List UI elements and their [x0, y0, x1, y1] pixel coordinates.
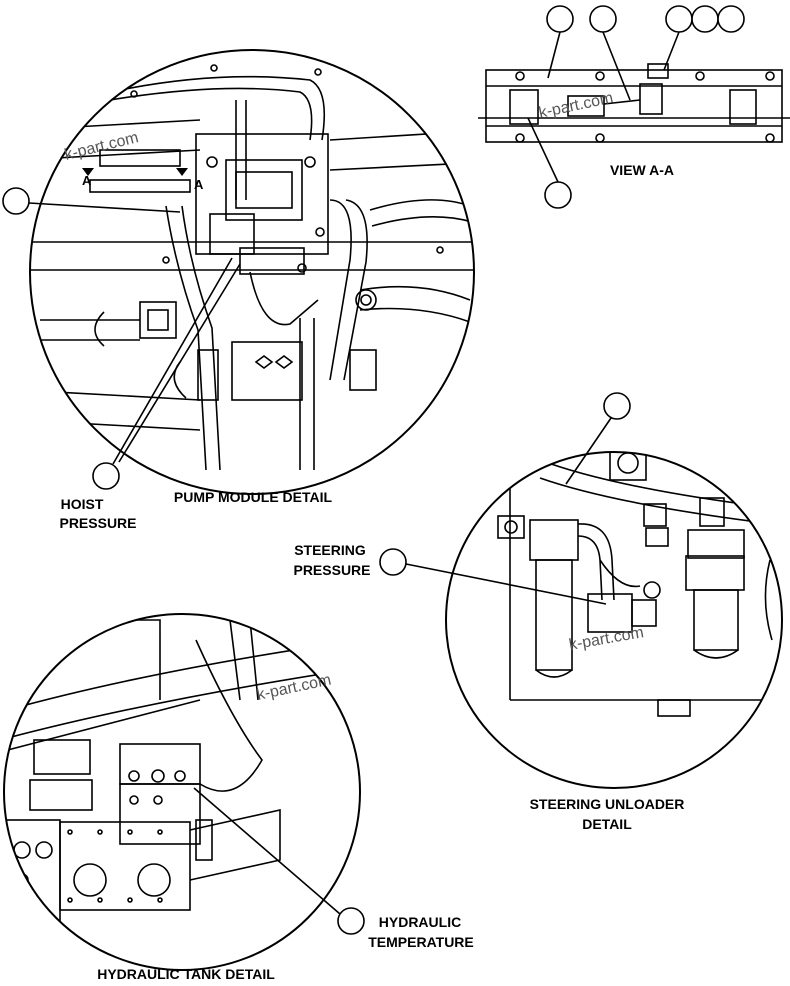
- hydraulic-tank-drawing: [4, 619, 360, 931]
- section-marker-right: A: [194, 177, 204, 192]
- steering-unloader-drawing: [497, 452, 782, 717]
- hydraulic-temp-label-2: TEMPERATURE: [368, 934, 474, 950]
- pump-module-outline: [29, 49, 475, 495]
- hoist-pressure-label-2: PRESSURE: [59, 515, 136, 531]
- watermark-steering: k-part.com: [568, 624, 645, 654]
- steering-pressure-label-1: STEERING: [294, 542, 366, 558]
- pump-callouts: [2, 187, 241, 490]
- section-a-markers: A A: [82, 168, 204, 192]
- hoist-pressure-label-1: HOIST: [61, 496, 104, 512]
- steering-unloader-label-2: DETAIL: [582, 816, 632, 832]
- steering-unloader-outline: [445, 451, 783, 789]
- hydraulic-tank-outline: [3, 613, 361, 971]
- hydraulic-temp-label-1: HYDRAULIC: [379, 914, 461, 930]
- view-aa-label: VIEW A-A: [610, 162, 674, 178]
- hydraulic-tank-label: HYDRAULIC TANK DETAIL: [97, 966, 275, 981]
- pump-module-label: PUMP MODULE DETAIL: [174, 489, 333, 505]
- section-marker-left: A: [82, 173, 92, 188]
- watermark-view-aa: k-part.com: [537, 90, 614, 122]
- tank-callouts: [193, 787, 365, 935]
- view-aa-detail: [478, 63, 790, 143]
- watermark-tank: k-part.com: [255, 672, 332, 704]
- pump-module-drawing: [30, 64, 474, 471]
- steering-unloader-label-1: STEERING UNLOADER: [530, 796, 685, 812]
- steering-pressure-label-2: PRESSURE: [293, 562, 370, 578]
- watermark-pump: k-part.com: [63, 129, 140, 164]
- steering-callouts: [379, 392, 631, 605]
- view-aa-callouts: [527, 5, 745, 209]
